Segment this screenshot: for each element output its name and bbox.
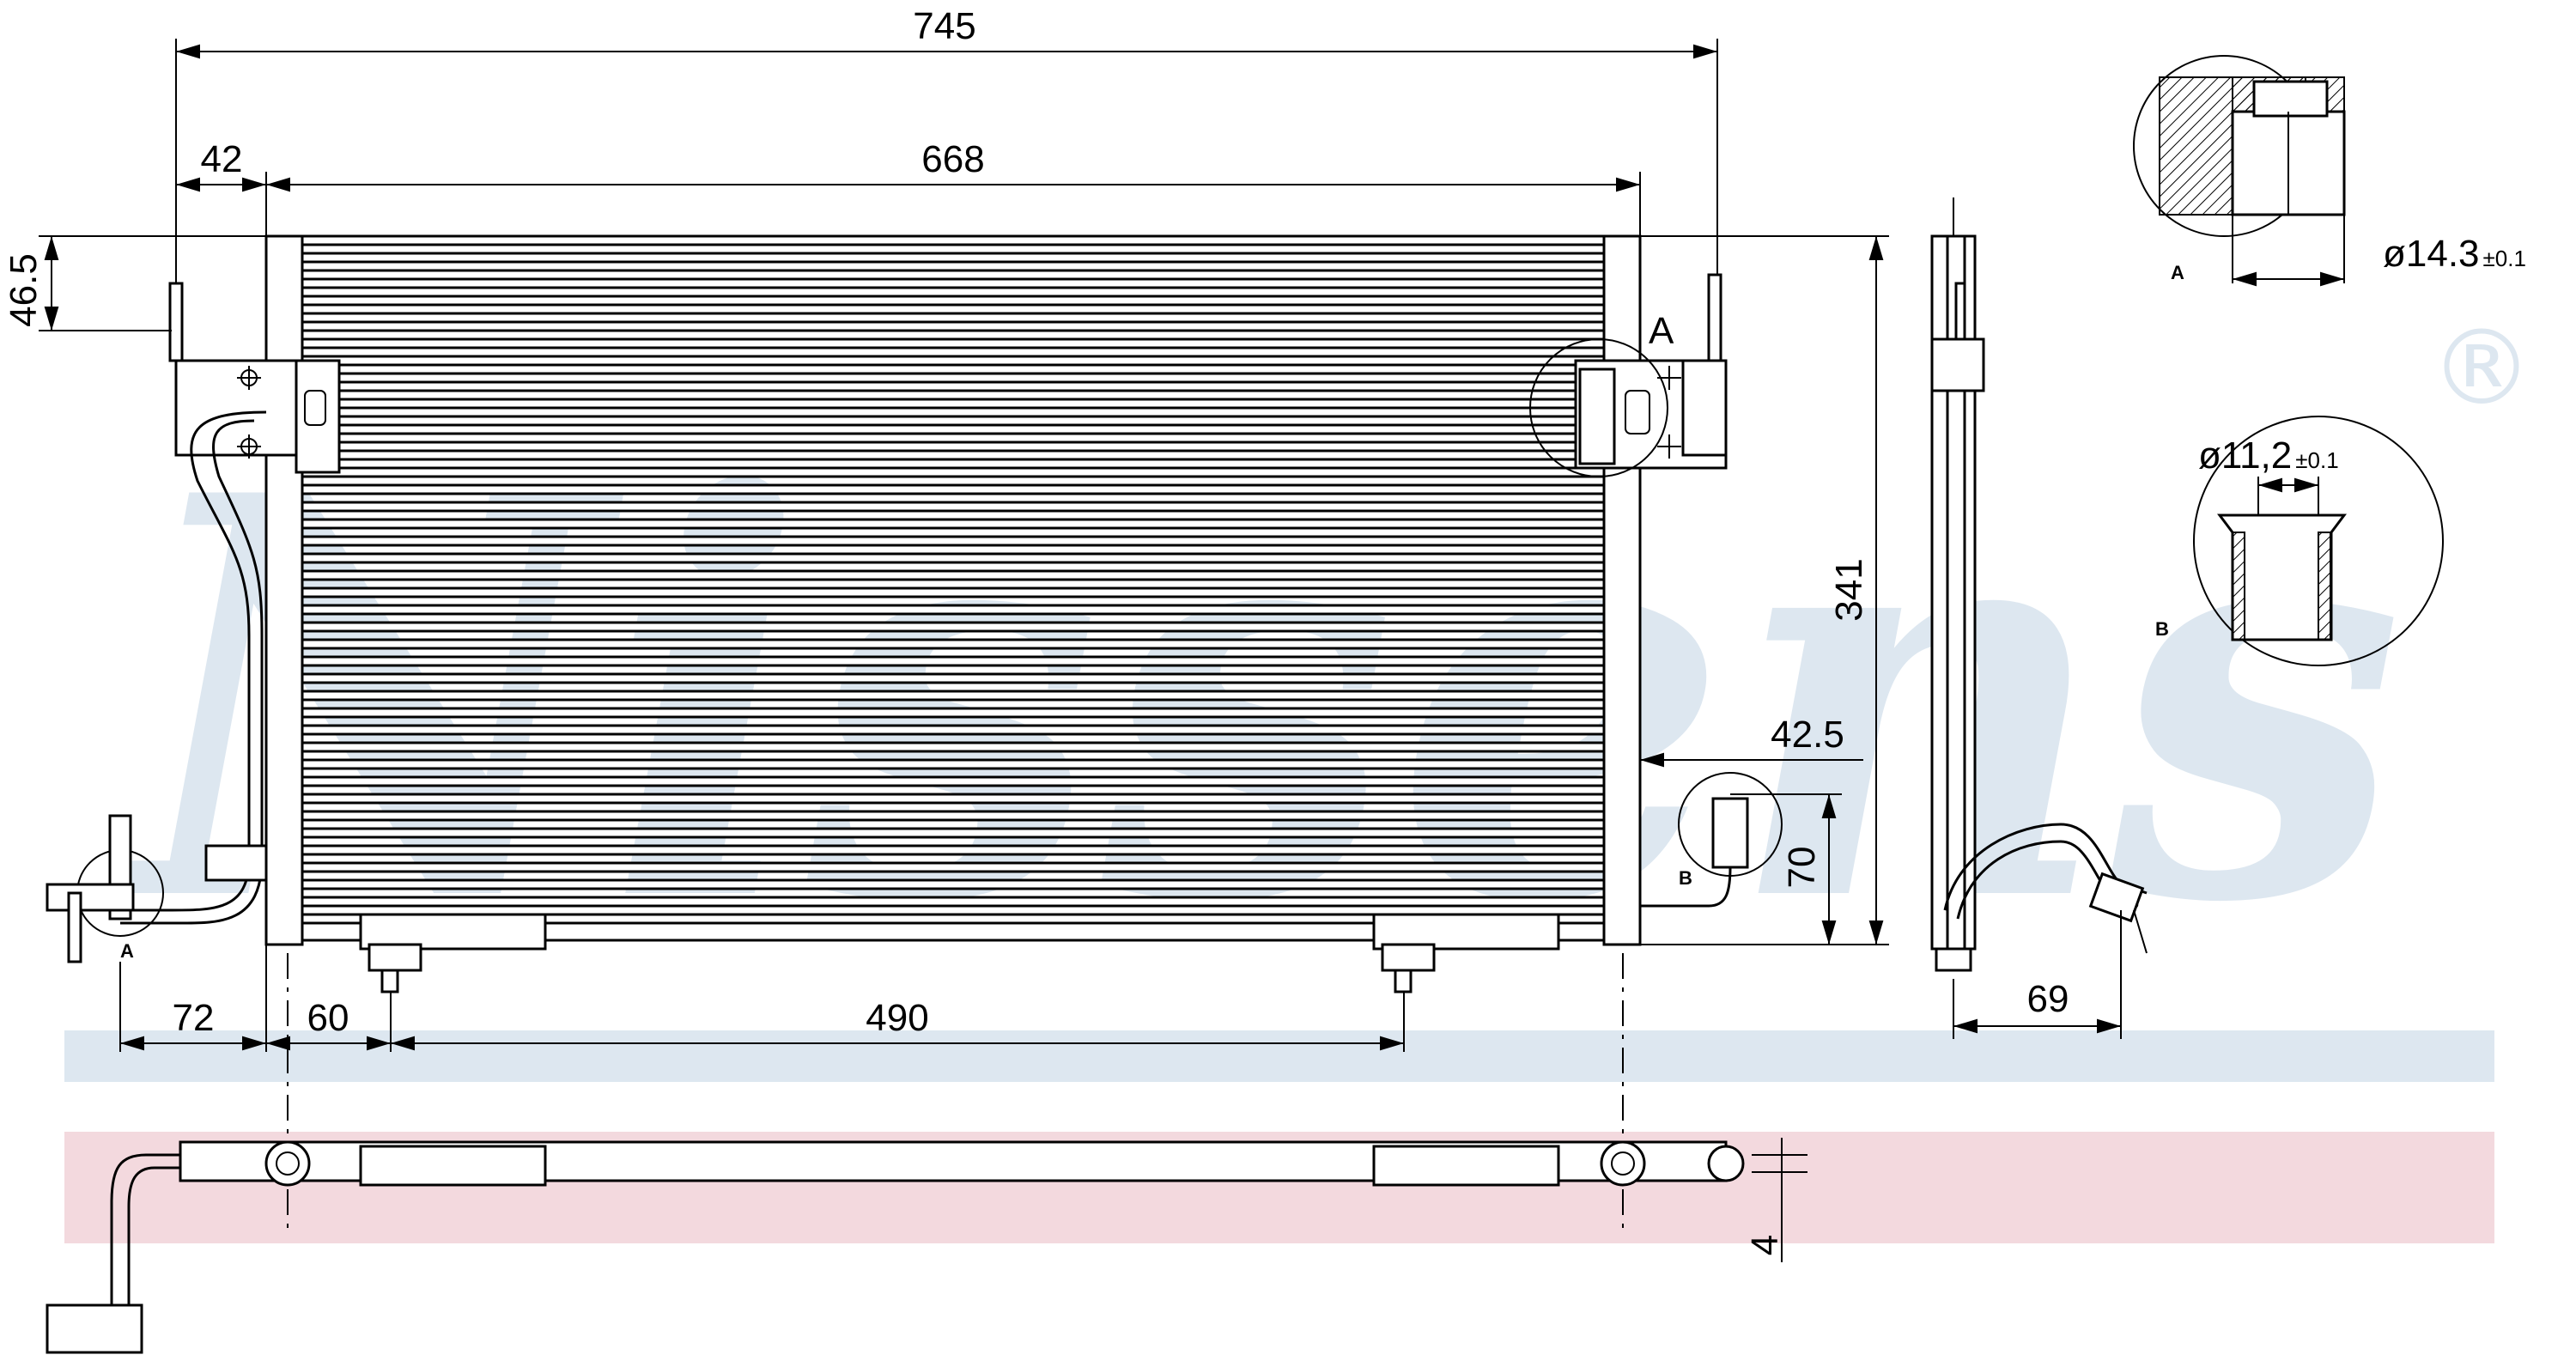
- right-top-bolt: [1707, 273, 1722, 362]
- callout-circle-a-top: [1529, 338, 1668, 477]
- core-tube: [299, 621, 1606, 633]
- core-tube: [299, 655, 1606, 667]
- core-tube: [299, 329, 1606, 341]
- core-tube: [299, 535, 1606, 547]
- main-dimensions: 745 668 42 46.5 341 42.5 70 72 60: [3, 5, 1889, 1236]
- registered-mark: ®: [2430, 309, 2533, 428]
- core-tube: [299, 827, 1606, 839]
- core-tube: [299, 518, 1606, 530]
- left-header-tank: [264, 234, 304, 946]
- core-tube: [299, 775, 1606, 787]
- fitting-b-diameter: ø11,2±0.1: [2198, 434, 2339, 477]
- dim-depth-offset: 69: [2027, 978, 2069, 1020]
- outlet-pipe: [1640, 824, 1732, 908]
- callout-a-top-label: A: [1649, 310, 1674, 352]
- fitting-a-diameter-value: ø14.3: [2383, 233, 2480, 275]
- core-tube: [299, 604, 1606, 616]
- inlet-pipe: [120, 410, 267, 912]
- core-tube: [299, 741, 1606, 753]
- core-tube: [299, 844, 1606, 856]
- core-tube: [299, 415, 1606, 427]
- core-tube: [299, 672, 1606, 684]
- core-tube: [299, 483, 1606, 495]
- core-tube: [299, 586, 1606, 598]
- core-tube: [299, 758, 1606, 770]
- condenser-side-view: 69: [1930, 197, 2148, 1039]
- core-tube: [299, 295, 1606, 307]
- core-tube: [299, 449, 1606, 461]
- core-tube: [299, 724, 1606, 736]
- core-tube: [299, 793, 1606, 805]
- dim-outlet-height: 70: [1781, 847, 1823, 889]
- dim-mount-spacing: 490: [866, 997, 928, 1039]
- core-tube: [299, 432, 1606, 444]
- dim-core-width: 668: [921, 138, 984, 180]
- left-top-bolt: [168, 282, 184, 362]
- core-tube: [299, 380, 1606, 392]
- dim-left-offset: 42: [201, 138, 243, 180]
- fitting-b-tolerance: ±0.1: [2295, 447, 2338, 473]
- fitting-a-diameter: ø14.3±0.1: [2383, 233, 2526, 275]
- right-mounting-foot: [1372, 913, 1560, 951]
- core-tube: [299, 878, 1606, 890]
- detail-b-label: B: [2155, 618, 2169, 640]
- condenser-bottom-view: 4: [46, 1138, 1807, 1354]
- dim-mount-offset: 60: [307, 997, 349, 1039]
- dim-bracket-height: 46.5: [3, 253, 45, 327]
- dim-core-height: 341: [1828, 558, 1870, 621]
- detail-a-fitting: A ø14.3±0.1: [2133, 55, 2526, 287]
- callout-b-label: B: [1679, 867, 1692, 889]
- fitting-a-tolerance: ±0.1: [2483, 246, 2526, 271]
- dim-thickness: 4: [1744, 1235, 1786, 1255]
- detail-b-fitting: B ø11,2±0.1: [2155, 416, 2444, 666]
- core-tube: [299, 861, 1606, 873]
- core-tube: [299, 707, 1606, 719]
- core-tube: [299, 552, 1606, 564]
- detail-a-label: A: [2171, 262, 2184, 283]
- dim-overall-width: 745: [913, 5, 975, 47]
- callout-circle-b: [1678, 772, 1783, 877]
- right-header-tank: [1602, 234, 1642, 946]
- core-tube: [299, 569, 1606, 581]
- left-mounting-foot: [359, 913, 547, 951]
- core-tube: [299, 260, 1606, 272]
- core-tube: [299, 466, 1606, 478]
- core-tube: [299, 896, 1606, 908]
- callout-a-bottom-label: A: [120, 940, 134, 962]
- core-tube: [299, 243, 1606, 255]
- core-tube: [299, 690, 1606, 702]
- core-tube: [299, 346, 1606, 358]
- dim-inlet-offset: 72: [173, 997, 215, 1039]
- core-tube: [299, 501, 1606, 513]
- core-tubes: [299, 243, 1606, 925]
- core-tube: [299, 277, 1606, 289]
- core-tube: [299, 398, 1606, 410]
- condenser-front-view: A A B: [46, 234, 1783, 993]
- watermark-band-blue: [64, 1030, 2494, 1082]
- core-tube: [299, 810, 1606, 822]
- core-tube: [299, 312, 1606, 324]
- core-tube: [299, 363, 1606, 375]
- fitting-b-diameter-value: ø11,2: [2198, 434, 2292, 477]
- core-tube: [299, 638, 1606, 650]
- dim-outlet-offset: 42.5: [1771, 714, 1844, 756]
